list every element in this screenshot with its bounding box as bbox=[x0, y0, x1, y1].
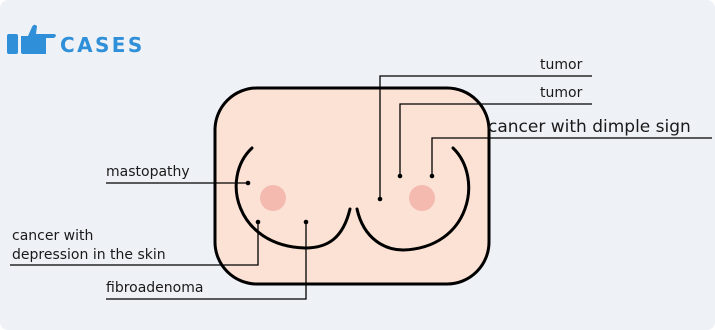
tumor-lower-point bbox=[398, 174, 403, 179]
label-cancer-dimple: cancer with dimple sign bbox=[488, 117, 691, 137]
left-nipple bbox=[260, 185, 286, 211]
label-cancer-skin-line2: depression in the skin bbox=[12, 247, 166, 264]
tumor-upper-point bbox=[378, 197, 383, 202]
label-tumor-lower: tumor bbox=[540, 85, 582, 102]
chest-outline bbox=[215, 88, 489, 284]
right-nipple bbox=[409, 185, 435, 211]
label-tumor-upper: tumor bbox=[540, 57, 582, 74]
cancer-dimple-point bbox=[430, 174, 435, 179]
label-fibroadenoma: fibroadenoma bbox=[106, 280, 203, 297]
fibroadenoma-point bbox=[304, 220, 309, 225]
label-mastopathy: mastopathy bbox=[106, 164, 190, 181]
mastopathy-point bbox=[246, 181, 251, 186]
cancer-skin-point bbox=[256, 220, 261, 225]
label-cancer-skin-line1: cancer with bbox=[12, 228, 93, 245]
